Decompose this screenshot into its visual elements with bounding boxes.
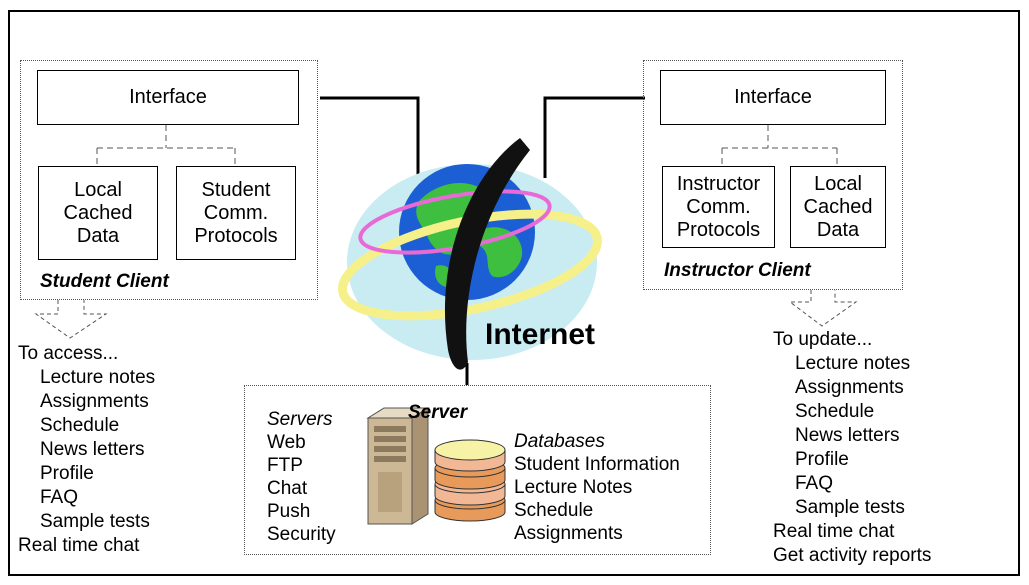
list-item: FTP bbox=[267, 455, 303, 476]
instructor-interface-label: Interface bbox=[734, 86, 812, 108]
diagram-border bbox=[8, 10, 1020, 576]
database-stack-icon bbox=[434, 439, 506, 522]
list-item: Assignments bbox=[514, 523, 623, 544]
list-item: Lecture Notes bbox=[514, 477, 633, 498]
list-item: Sample tests bbox=[795, 497, 905, 518]
instructor-client-caption: Instructor Client bbox=[664, 260, 811, 281]
instructor-down-arrow bbox=[788, 290, 858, 327]
list-item: Schedule bbox=[514, 500, 594, 521]
list-item: Schedule bbox=[40, 415, 120, 436]
instructor-local-cached-data-label: Local Cached Data bbox=[803, 172, 873, 241]
student-comm-protocols-box: Student Comm. Protocols bbox=[176, 166, 296, 260]
server-tower-icon bbox=[366, 407, 430, 525]
instructor-internet-connector bbox=[543, 96, 645, 178]
list-item: Get activity reports bbox=[773, 545, 932, 566]
internet-globe-icon bbox=[338, 138, 602, 370]
student-local-cached-data-label: Local Cached Data bbox=[63, 178, 133, 247]
list-item: Schedule bbox=[795, 401, 875, 422]
list-item: Web bbox=[267, 432, 306, 453]
instructor-local-cached-data-box: Local Cached Data bbox=[790, 166, 886, 248]
instructor-comm-protocols-box: Instructor Comm. Protocols bbox=[662, 166, 775, 248]
student-comm-protocols-label: Student Comm. Protocols bbox=[194, 178, 278, 247]
server-region bbox=[244, 385, 711, 555]
list-item: Profile bbox=[795, 449, 849, 470]
student-interface-label: Interface bbox=[129, 86, 207, 108]
student-access-footer: Real time chat bbox=[18, 535, 140, 556]
list-item: FAQ bbox=[795, 473, 834, 494]
instructor-update-list: To update... Lecture notes Assignments S… bbox=[773, 328, 931, 568]
list-item: Sample tests bbox=[40, 511, 150, 532]
student-access-heading: To access... bbox=[18, 343, 119, 364]
list-item: Push bbox=[267, 501, 311, 522]
servers-list: Servers Web FTP Chat Push Security bbox=[267, 408, 336, 546]
instructor-interface-box: Interface bbox=[660, 70, 886, 125]
list-item: News letters bbox=[795, 425, 900, 446]
server-title: Server bbox=[408, 402, 468, 423]
student-local-cached-data-box: Local Cached Data bbox=[38, 166, 158, 260]
student-dashed-tree bbox=[96, 125, 236, 166]
instructor-update-heading: To update... bbox=[773, 329, 873, 350]
list-item: Profile bbox=[40, 463, 94, 484]
student-client-caption: Student Client bbox=[40, 271, 169, 292]
instructor-client-region bbox=[643, 60, 903, 290]
list-item: Student Information bbox=[514, 454, 680, 475]
list-item: Real time chat bbox=[773, 521, 895, 542]
databases-list: Databases Student Information Lecture No… bbox=[514, 430, 680, 545]
list-item: Chat bbox=[267, 478, 308, 499]
student-internet-connector bbox=[320, 96, 420, 180]
databases-heading: Databases bbox=[514, 431, 605, 452]
student-interface-box: Interface bbox=[37, 70, 299, 125]
instructor-dashed-tree bbox=[721, 125, 838, 166]
student-down-arrow bbox=[34, 300, 108, 339]
list-item: Lecture notes bbox=[795, 353, 911, 374]
list-item: News letters bbox=[40, 439, 145, 460]
list-item: Security bbox=[267, 524, 336, 545]
student-access-list: To access... Lecture notes Assignments S… bbox=[18, 342, 155, 558]
instructor-comm-protocols-label: Instructor Comm. Protocols bbox=[676, 172, 761, 241]
servers-heading: Servers bbox=[267, 409, 333, 430]
student-client-region bbox=[20, 60, 318, 300]
list-item: Assignments bbox=[40, 391, 149, 412]
list-item: Assignments bbox=[795, 377, 904, 398]
internet-label: Internet bbox=[485, 318, 596, 351]
list-item: Lecture notes bbox=[40, 367, 156, 388]
list-item: FAQ bbox=[40, 487, 79, 508]
